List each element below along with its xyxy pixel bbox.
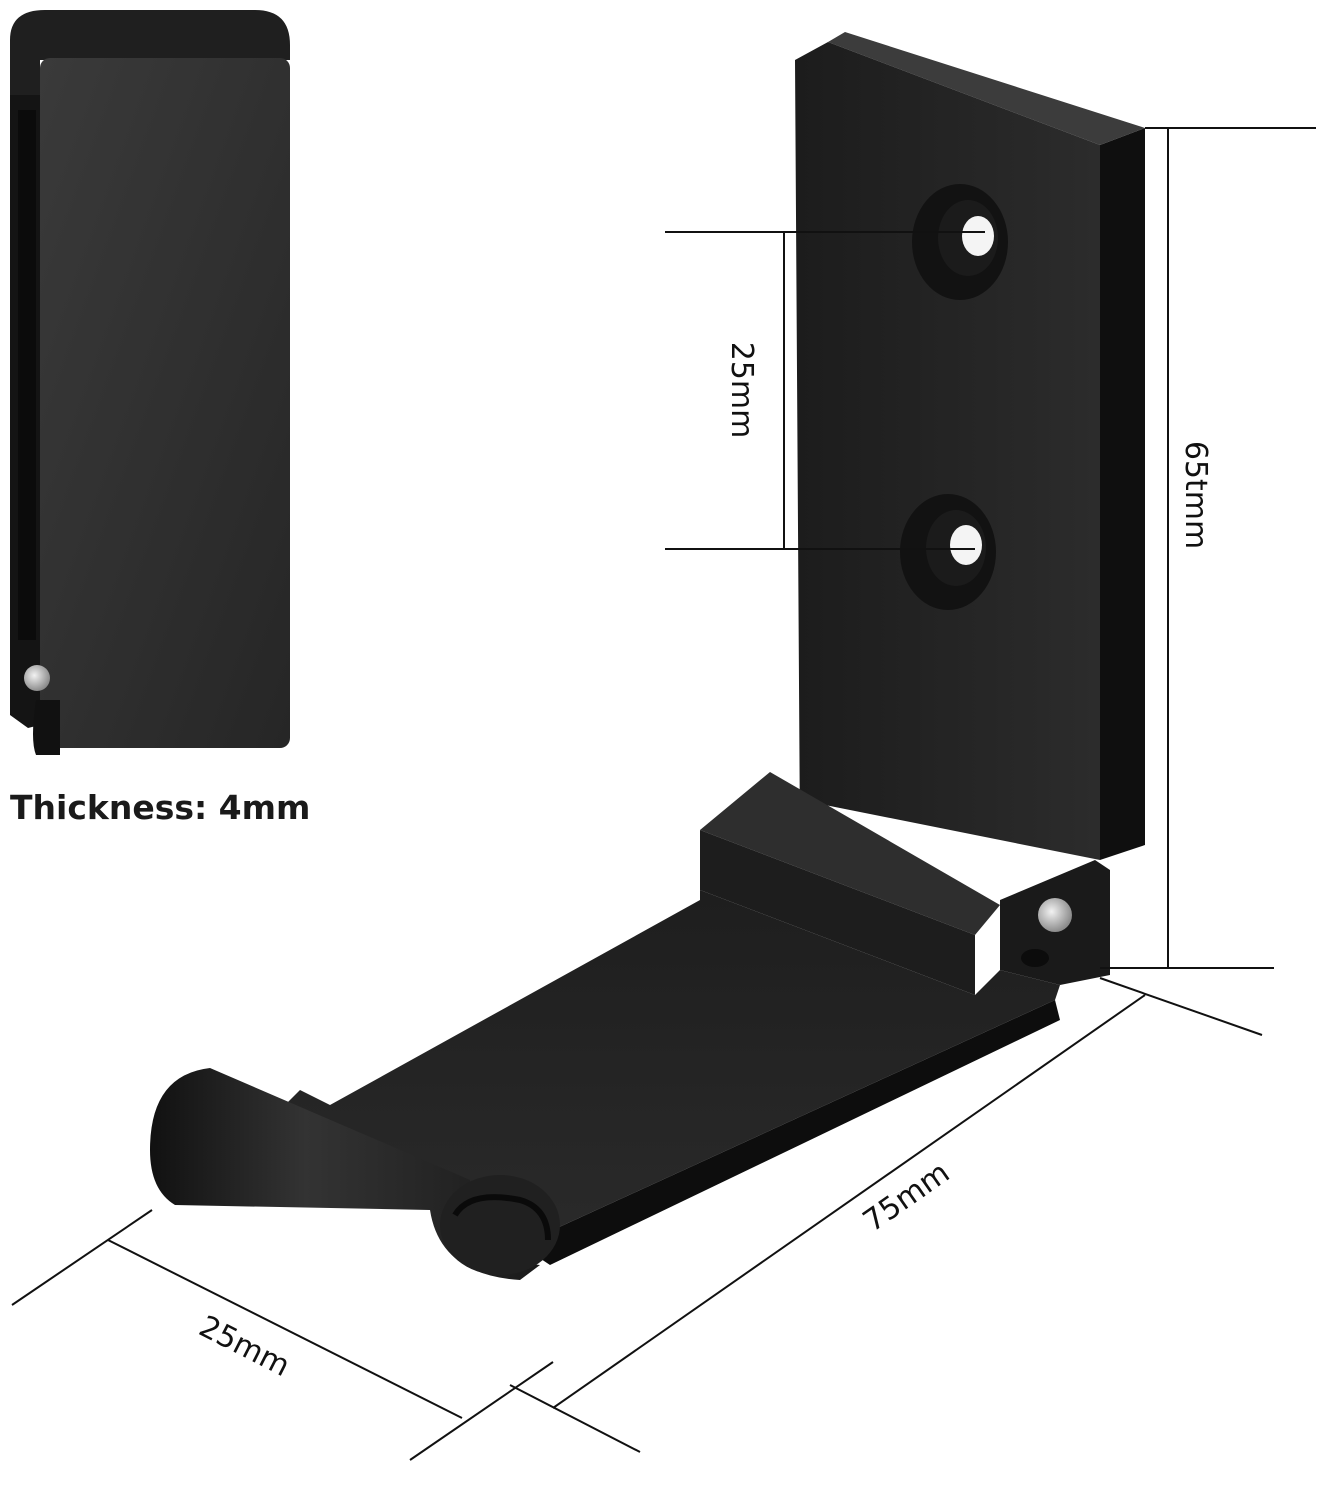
folded-hook-image: [10, 10, 290, 755]
dimension-lines: [11, 127, 1316, 1461]
unfolded-hook-image: [150, 32, 1145, 1280]
plate-height-label: 65tmm: [1178, 441, 1213, 549]
hole-spacing-label: 25mm: [724, 342, 759, 439]
folded-hook-face: [40, 58, 290, 748]
thickness-caption: Thickness: 4mm: [10, 788, 311, 827]
hinge-pin: [1038, 898, 1072, 932]
arm-width-right-extension: [409, 1361, 554, 1461]
arm-length-dimension-line: [552, 994, 1146, 1409]
wall-plate-edge: [1100, 128, 1145, 860]
hinge-pin-slot: [1021, 949, 1049, 967]
folded-hook-bottom-lip: [33, 700, 60, 755]
hook-end-cap: [440, 1175, 560, 1275]
arm-width-label: 25mm: [193, 1309, 295, 1384]
arm-ridge-front: [700, 830, 975, 995]
lower-screw-hole: [900, 494, 996, 610]
arm-length-far-extension: [1099, 977, 1263, 1036]
arm-width-dimension-line: [107, 1239, 463, 1419]
folded-hook-inner-rail: [18, 110, 36, 640]
hook-arm-surface: [260, 890, 1060, 1245]
arm-ridge-top: [700, 772, 1000, 935]
hook-arm-edge: [520, 1000, 1060, 1265]
folded-hook-top-curl: [10, 10, 290, 95]
upper-screw-hole: [912, 184, 1008, 300]
wall-plate-face: [795, 42, 1100, 860]
arm-length-near-extension: [509, 1384, 641, 1453]
arm-width-left-extension: [11, 1209, 153, 1306]
arm-length-label: 75mm: [857, 1155, 956, 1239]
hook-end-cap-groove: [452, 1194, 551, 1241]
folded-hook-pin: [24, 665, 50, 691]
wall-plate-top-edge: [828, 32, 1145, 145]
